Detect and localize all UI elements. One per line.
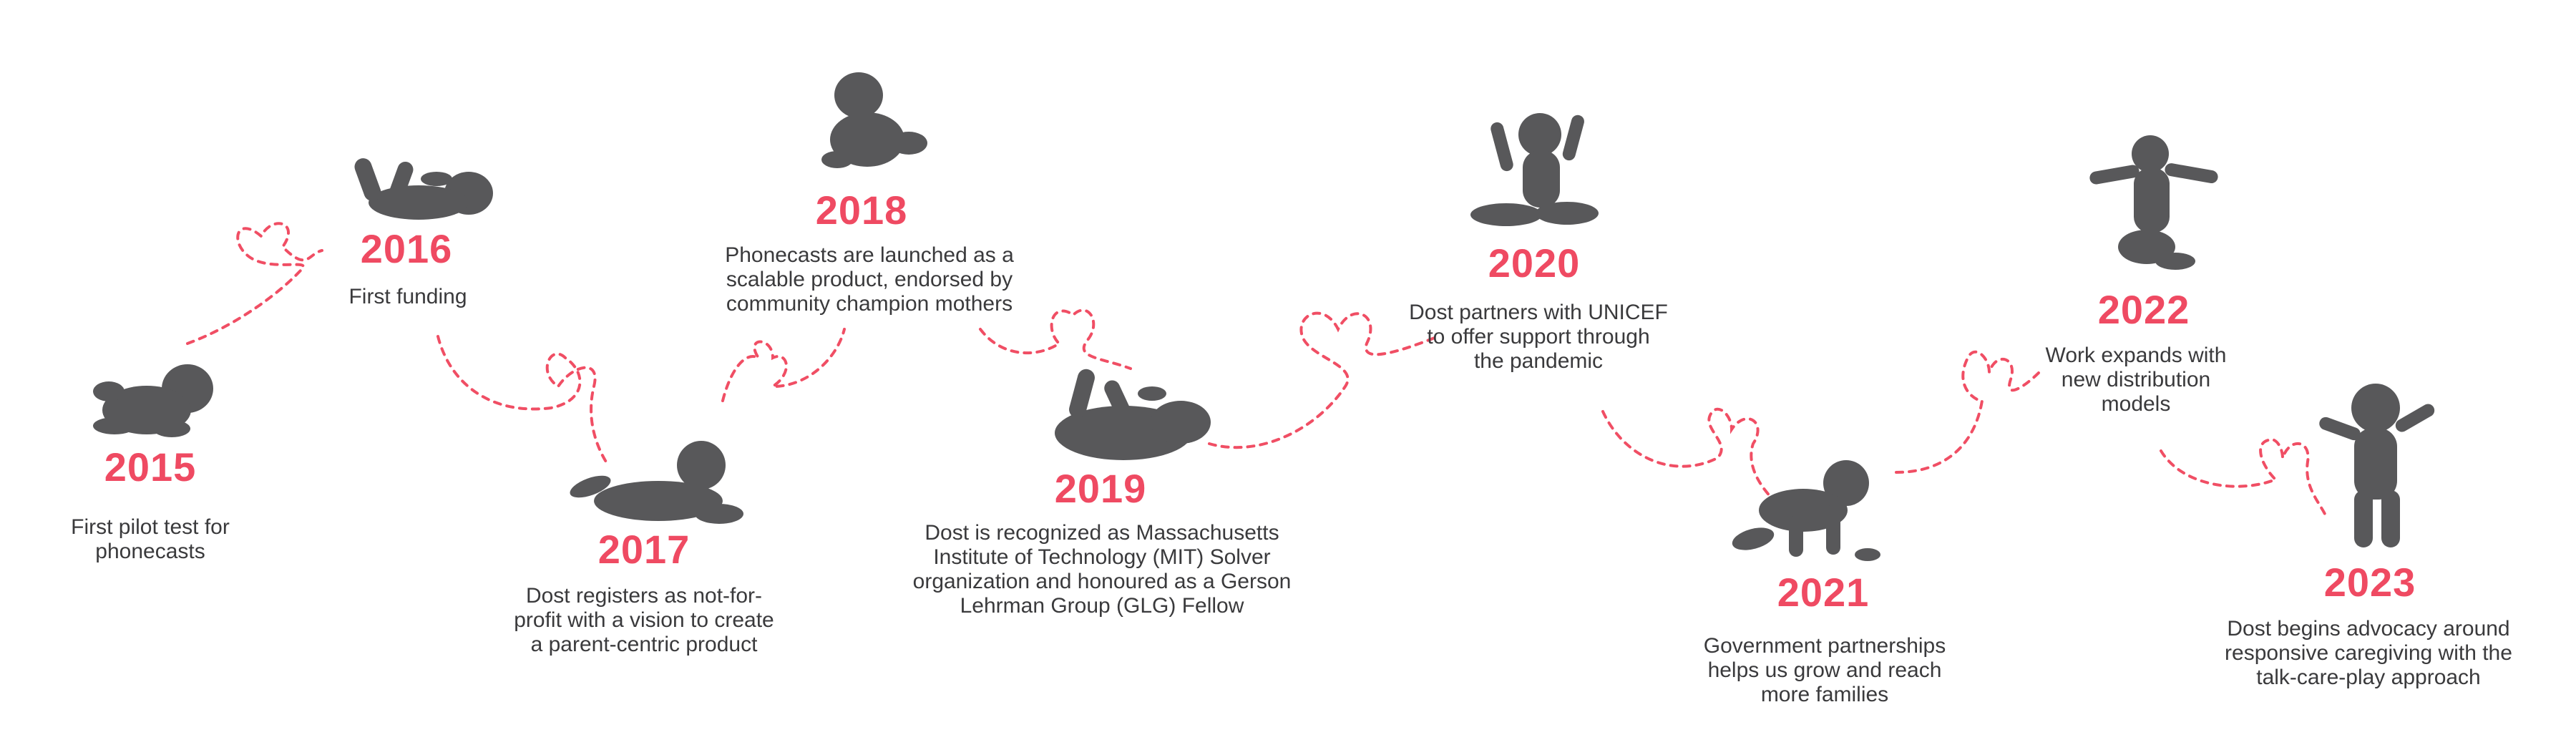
year-label: 2019 — [1015, 469, 1186, 509]
connector-2015-2016 — [187, 223, 322, 344]
year-label: 2022 — [2058, 290, 2230, 330]
baby-tummy-time-icon — [565, 437, 744, 530]
baby-playing-on-back-icon — [1052, 361, 1216, 462]
year-label: 2017 — [558, 530, 730, 570]
year-label: 2015 — [64, 447, 236, 487]
baby-lying-icon — [86, 354, 229, 440]
baby-rolling-icon — [816, 68, 930, 175]
year-label: 2020 — [1448, 243, 1620, 283]
baby-on-back-icon — [351, 147, 494, 222]
year-label: 2018 — [776, 190, 947, 230]
year-label: 2016 — [321, 229, 492, 269]
baby-sitting-icon — [1467, 107, 1603, 233]
baby-walking-icon — [2304, 379, 2447, 555]
connector-2022-2023 — [2161, 439, 2326, 515]
milestone-description: Dost registers as not-for-profit with a … — [487, 584, 801, 657]
milestone-description: First funding — [308, 285, 508, 309]
year-label: 2021 — [1737, 573, 1909, 613]
connector-2018-2019 — [980, 310, 1131, 369]
baby-kneeling-icon — [2089, 132, 2218, 272]
connector-2017-2018 — [723, 329, 844, 401]
baby-crawling-icon — [1732, 454, 1882, 565]
year-label: 2023 — [2284, 562, 2456, 603]
